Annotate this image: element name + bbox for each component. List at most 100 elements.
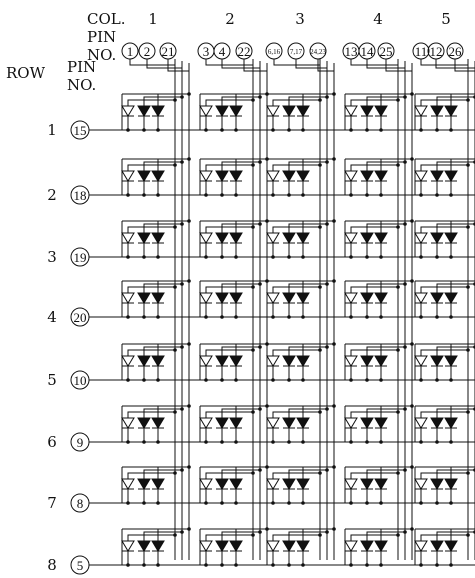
junction-dot bbox=[449, 378, 453, 382]
junction-dot bbox=[349, 128, 353, 132]
led-cell bbox=[266, 342, 336, 382]
led-symbol bbox=[151, 355, 165, 367]
led-symbol bbox=[374, 540, 388, 552]
row-pin-label: 5 bbox=[77, 558, 84, 573]
led-symbol bbox=[282, 292, 296, 304]
anode-wire bbox=[143, 96, 182, 106]
led-symbol bbox=[151, 292, 165, 304]
junction-dot bbox=[271, 255, 275, 259]
anode-wire bbox=[143, 223, 182, 233]
led-symbol bbox=[282, 232, 296, 244]
junction-dot bbox=[271, 128, 275, 132]
junction-dot bbox=[466, 98, 470, 102]
row-pin: 15 bbox=[70, 120, 90, 140]
anode-wire bbox=[157, 466, 189, 479]
junction-dot bbox=[419, 501, 423, 505]
pin-circle bbox=[70, 493, 90, 513]
column-pin-label: 7,17 bbox=[290, 48, 303, 56]
led-symbol bbox=[282, 540, 296, 552]
junction-dot bbox=[365, 315, 369, 319]
junction-dot bbox=[403, 530, 407, 534]
led-cell bbox=[121, 527, 191, 567]
junction-dot bbox=[301, 501, 305, 505]
anode-wire bbox=[366, 408, 405, 418]
junction-dot bbox=[379, 193, 383, 197]
junction-dot bbox=[180, 530, 184, 534]
junction-dot bbox=[173, 348, 177, 352]
junction-dot bbox=[379, 501, 383, 505]
junction-dot bbox=[419, 315, 423, 319]
junction-dot bbox=[379, 440, 383, 444]
anode-wire bbox=[272, 164, 320, 171]
junction-dot bbox=[187, 527, 191, 531]
led-symbol bbox=[266, 170, 280, 182]
junction-dot bbox=[403, 345, 407, 349]
led-symbol bbox=[282, 355, 296, 367]
led-symbol bbox=[121, 105, 135, 117]
junction-dot bbox=[466, 348, 470, 352]
anode-wire bbox=[366, 346, 405, 356]
junction-dot bbox=[251, 285, 255, 289]
led-cell bbox=[121, 279, 191, 319]
junction-dot bbox=[173, 285, 177, 289]
row-number: 4 bbox=[47, 308, 57, 326]
anode-wire bbox=[157, 158, 189, 171]
led-cell bbox=[414, 528, 475, 567]
led-symbol bbox=[215, 417, 229, 429]
junction-dot bbox=[271, 193, 275, 197]
column-pin: 26 bbox=[446, 42, 464, 60]
anode-wire bbox=[366, 223, 405, 233]
anode-wire bbox=[157, 528, 189, 541]
junction-dot bbox=[251, 471, 255, 475]
led-symbol bbox=[199, 540, 213, 552]
anode-wire bbox=[143, 161, 182, 171]
anode-wire bbox=[436, 161, 475, 171]
anode-wire bbox=[235, 405, 267, 418]
anode-wire bbox=[350, 164, 398, 171]
column-number: 4 bbox=[373, 10, 383, 28]
row-pin-label: 20 bbox=[74, 310, 87, 325]
junction-dot bbox=[435, 315, 439, 319]
anode-wire bbox=[450, 220, 475, 233]
pin-connector bbox=[317, 59, 334, 72]
junction-dot bbox=[396, 163, 400, 167]
led-symbol bbox=[229, 355, 243, 367]
anode-wire bbox=[235, 220, 267, 233]
led-symbol bbox=[199, 478, 213, 490]
junction-dot bbox=[466, 471, 470, 475]
anode-wire bbox=[436, 469, 475, 479]
column-number: 5 bbox=[441, 10, 451, 28]
junction-dot bbox=[271, 563, 275, 567]
junction-dot bbox=[410, 92, 414, 96]
junction-dot bbox=[204, 501, 208, 505]
row-pin-label: 8 bbox=[77, 496, 84, 511]
led-symbol bbox=[199, 232, 213, 244]
led-symbol bbox=[444, 355, 458, 367]
anode-wire bbox=[221, 346, 260, 356]
junction-dot bbox=[220, 563, 224, 567]
junction-dot bbox=[126, 128, 130, 132]
led-symbol bbox=[266, 355, 280, 367]
junction-dot bbox=[365, 563, 369, 567]
column-pin-label: 1 bbox=[127, 44, 134, 59]
junction-dot bbox=[271, 378, 275, 382]
pin-connector bbox=[295, 59, 327, 69]
column-pin: 13 bbox=[342, 42, 360, 60]
led-symbol bbox=[151, 170, 165, 182]
led-symbol bbox=[360, 478, 374, 490]
anode-wire bbox=[436, 346, 475, 356]
led-symbol bbox=[137, 105, 151, 117]
junction-dot bbox=[410, 527, 414, 531]
junction-dot bbox=[349, 563, 353, 567]
led-cell bbox=[344, 342, 414, 382]
anode-wire bbox=[288, 96, 327, 106]
anode-wire bbox=[127, 472, 175, 479]
anode-wire bbox=[288, 531, 327, 541]
led-cell bbox=[266, 219, 336, 259]
row-number: 5 bbox=[47, 371, 57, 389]
led-symbol bbox=[229, 232, 243, 244]
junction-dot bbox=[318, 471, 322, 475]
junction-dot bbox=[258, 222, 262, 226]
junction-dot bbox=[251, 163, 255, 167]
led-symbol bbox=[414, 478, 428, 490]
